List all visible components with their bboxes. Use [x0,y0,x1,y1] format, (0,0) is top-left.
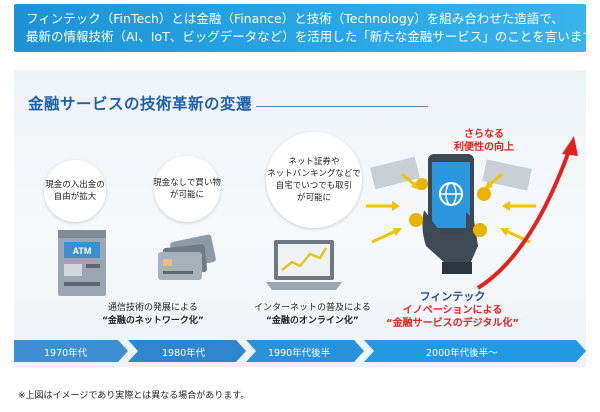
improvement-line-2: 利便性の向上 [454,142,514,153]
intro-line-1: フィンテック（FinTech）とは金融（Finance）と技術（Technolo… [26,11,564,26]
atm-icon: ATM [58,230,106,296]
fintech-line-2: イノベーションによる [402,305,503,316]
bubble-text: ネット証券や [288,157,340,167]
growth-arrow-icon [476,136,578,290]
bubble-text: 自宅でいつでも取引 [275,181,353,191]
smartphone-fintech-icon [366,154,536,274]
timeline-late-1990s: 1990年代後半 [268,348,331,359]
intro-banner: フィンテック（FinTech）とは金融（Finance）と技術（Technolo… [14,4,600,52]
fintech-description: フィンテック イノベーションによる “金融サービスのデジタル化” [386,290,519,330]
desc-online: インターネットの普及による “金融のオンライン化” [254,302,371,328]
evolution-panel: 金融サービスの技術革新の変遷 現金の入出金の 自由が拡大 現金なしで買い物 が可… [14,70,586,367]
desc-network-line-2: “金融のネットワーク化” [102,316,204,326]
desc-network: 通信技術の発展による “金融のネットワーク化” [102,302,204,328]
improvement-label: さらなる 利便性の向上 [454,128,514,154]
bubble-text: 現金の入出金の [45,180,105,190]
panel-title: 金融サービスの技術革新の変遷 [28,95,253,113]
bubble-online-trading: ネット証券や ネットバンキングなどで 自宅でいつでも取引 が可能に [266,132,362,228]
bubble-cashless: 現金なしで買い物 が可能に [153,156,221,222]
bubble-text: 現金なしで買い物 [153,178,221,188]
credit-card-icon [158,234,216,280]
improvement-line-1: さらなる [464,129,504,140]
laptop-icon [266,240,342,290]
bubble-text: が可能に [296,193,331,203]
fintech-title: フィンテック [419,290,486,303]
bubble-text: が可能に [169,190,204,200]
timeline-1970s: 1970年代 [44,348,88,359]
timeline-bar [14,340,586,362]
atm-label: ATM [73,246,92,256]
fintech-line-3: “金融サービスのデジタル化” [386,318,519,329]
title-divider [256,106,428,107]
bubble-text: 自由が拡大 [53,192,97,202]
desc-online-line-1: インターネットの普及による [254,303,371,313]
desc-online-line-2: “金融のオンライン化” [265,316,359,326]
timeline-late-2000s: 2000年代後半〜 [426,348,498,359]
bubble-text: ネットバンキングなどで [267,169,361,179]
intro-line-2: 最新の情報技術（AI、IoT、ビッグデータなど）を活用した「新たな金融サービス」… [26,29,600,44]
footnote: ※上図はイメージであり実際とは異なる場合があります。 [18,391,250,401]
timeline-1980s: 1980年代 [162,348,206,359]
bubble-cash-withdrawal: 現金の入出金の 自由が拡大 [44,160,106,222]
desc-network-line-1: 通信技術の発展による [108,303,198,313]
